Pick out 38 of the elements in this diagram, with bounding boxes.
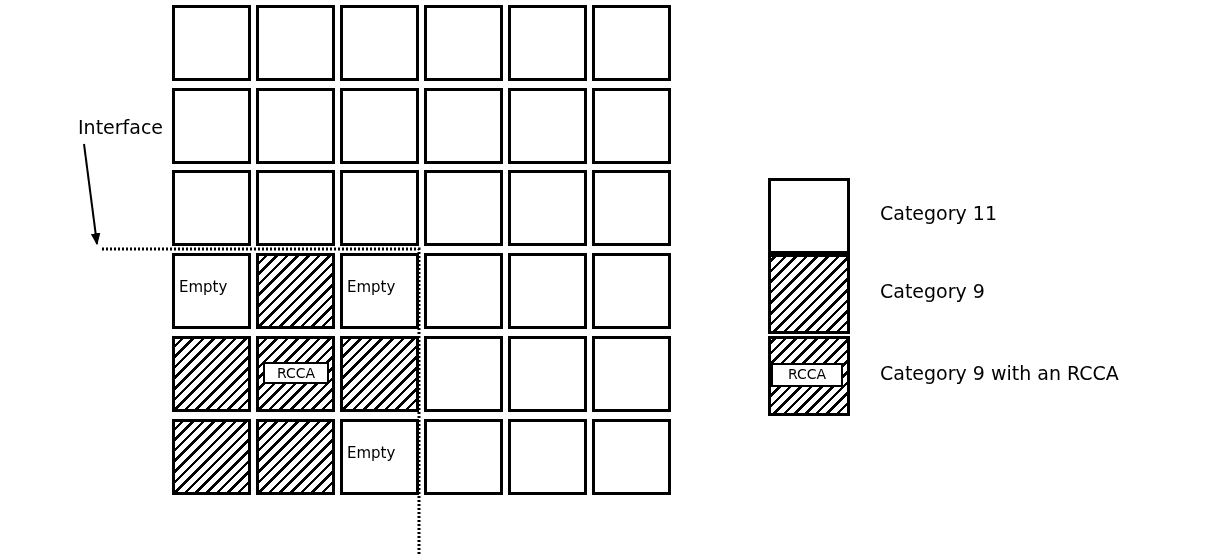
fuel-cell [256, 170, 335, 247]
legend-label: Category 9 [880, 280, 985, 302]
fuel-cell [508, 418, 587, 495]
legend-label: Category 11 [880, 202, 997, 224]
fuel-cell [592, 87, 671, 164]
fuel-cell [508, 87, 587, 164]
fuel-cell [592, 418, 671, 495]
fuel-cell [592, 253, 671, 330]
interface-line [102, 247, 421, 555]
rcca-tag: RCCA [263, 361, 329, 384]
interface-label: Interface [78, 116, 164, 138]
fuel-cell [424, 170, 503, 247]
fuel-cell [424, 5, 503, 81]
fuel-cell [256, 87, 335, 164]
fuel-cell [424, 87, 503, 164]
fuel-cell [592, 5, 671, 81]
fuel-cell [592, 170, 671, 247]
legend-label: Category 9 with an RCCA [880, 362, 1119, 384]
fuel-cell [424, 253, 503, 330]
leader-arrow [83, 143, 101, 246]
fuel-cell [508, 5, 587, 81]
fuel-cell [592, 335, 671, 412]
fuel-cell [172, 87, 251, 164]
fuel-cell [424, 335, 503, 412]
fuel-cell [508, 335, 587, 412]
cell-label: Empty [347, 278, 396, 297]
fuel-cell [340, 170, 419, 247]
cell-label: Empty [347, 443, 396, 462]
fuel-cell [424, 418, 503, 495]
fuel-cell [340, 5, 419, 81]
cell-label: Empty [179, 278, 228, 297]
fuel-cell [256, 5, 335, 81]
fuel-cell [172, 170, 251, 247]
fuel-cell [508, 253, 587, 330]
fuel-cell [508, 170, 587, 247]
fuel-cell [340, 87, 419, 164]
fuel-cell [172, 5, 251, 81]
rcca-tag: RCCA [771, 363, 843, 387]
